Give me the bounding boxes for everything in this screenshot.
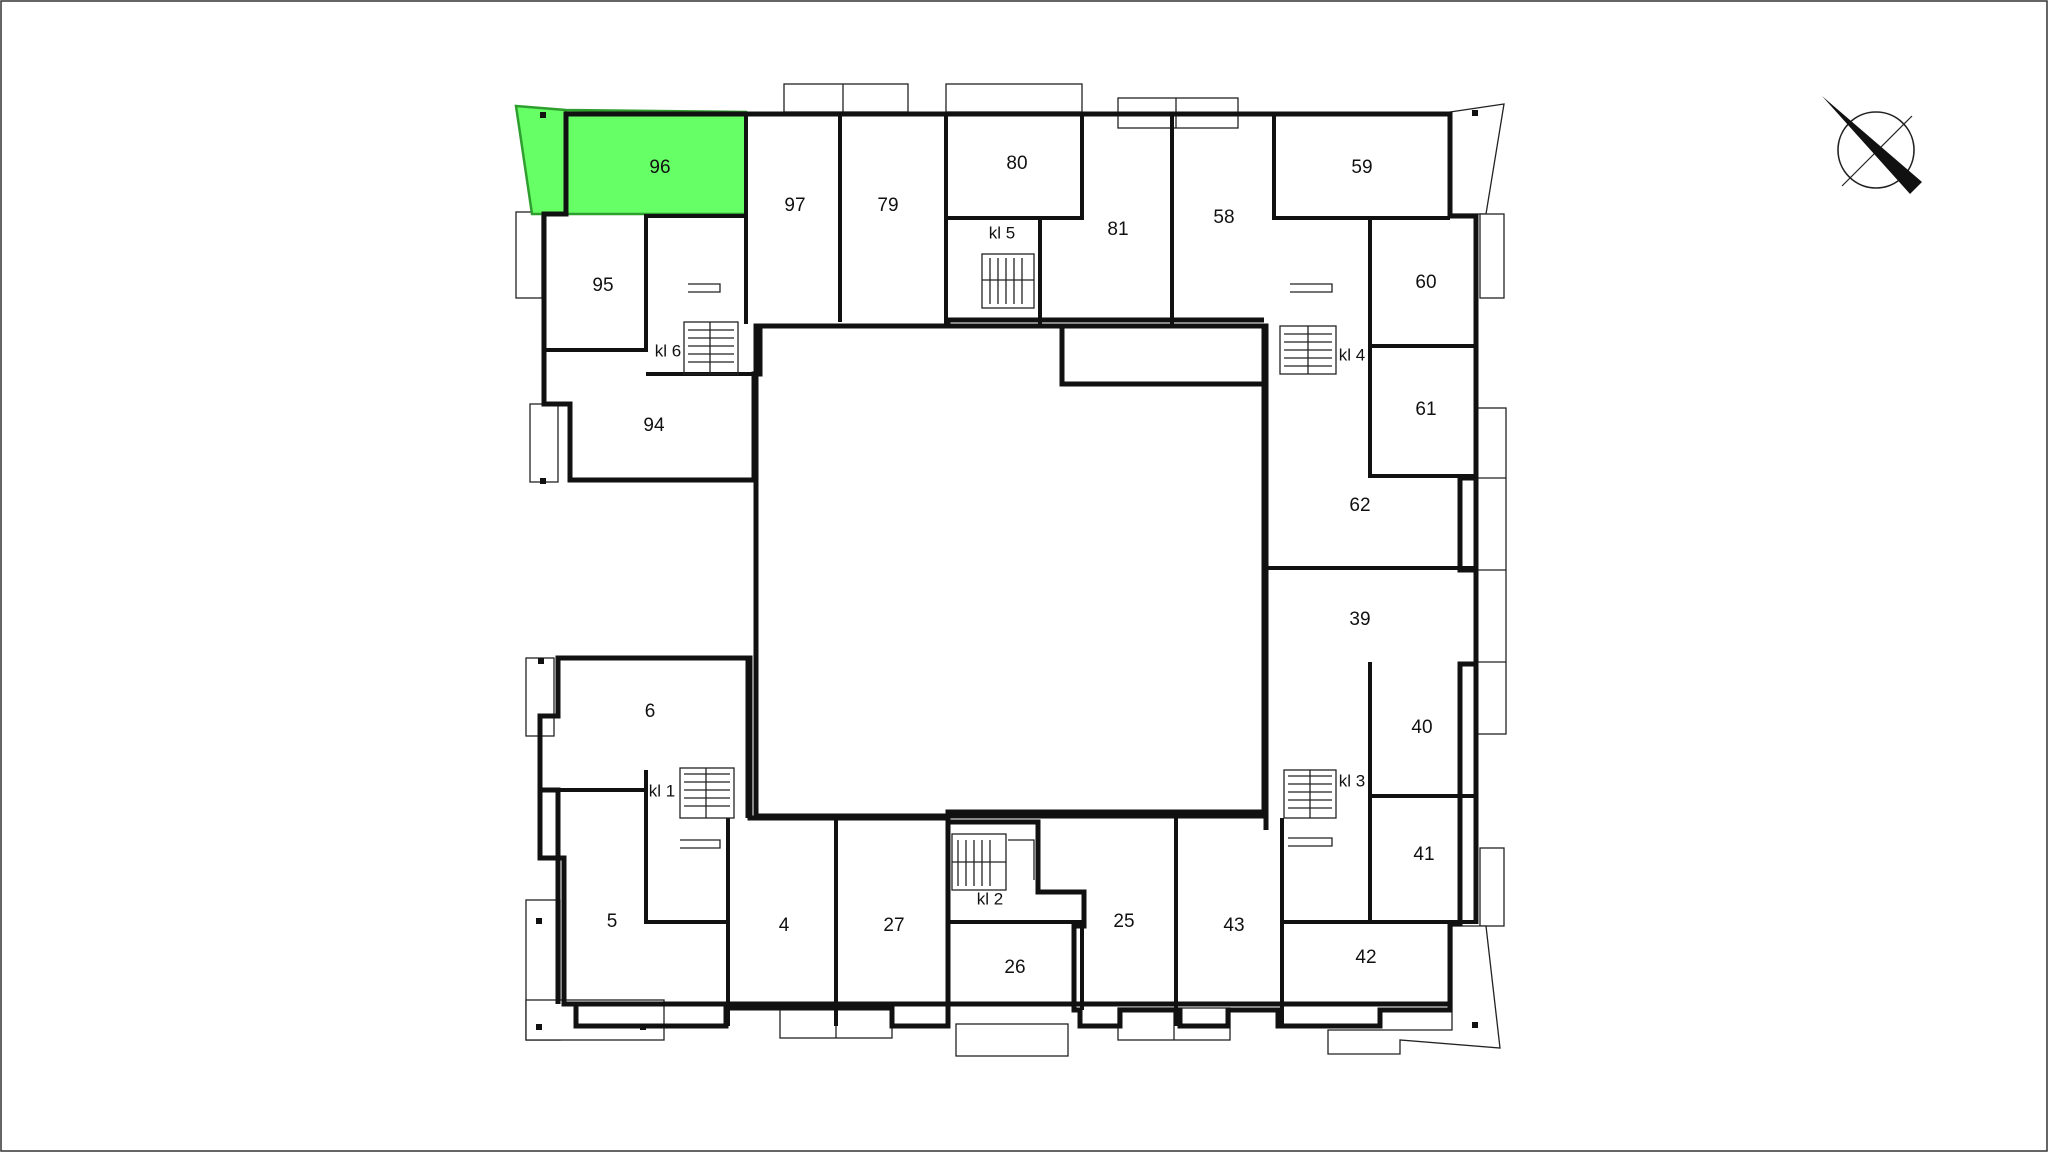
apartment-41[interactable]: 41 xyxy=(1370,796,1476,922)
stairwell-kl4 xyxy=(1279,283,1337,375)
stairwell-kl5 xyxy=(981,253,1035,309)
apartment-62[interactable]: 62 xyxy=(1266,380,1460,568)
apartment-58[interactable]: 58 xyxy=(1174,114,1274,322)
apartment-40-label: 40 xyxy=(1411,717,1432,738)
apartment-39-label: 39 xyxy=(1349,609,1370,630)
apartment-25[interactable]: 25 xyxy=(1082,820,1176,1010)
apartment-81-label: 81 xyxy=(1107,219,1128,240)
apartment-94-label: 94 xyxy=(643,415,665,436)
stairwell-kl3 xyxy=(1283,769,1337,847)
apartment-43-label: 43 xyxy=(1223,915,1244,936)
apartment-62-label: 62 xyxy=(1349,495,1370,516)
apartments: 96 97 79 80 81 58 59 95 94 60 61 62 39 4… xyxy=(544,114,1476,1026)
apartment-42[interactable]: 42 xyxy=(1282,924,1450,1010)
apartment-58-label: 58 xyxy=(1213,207,1234,228)
apartment-41-label: 41 xyxy=(1413,844,1434,865)
apartment-61-label: 61 xyxy=(1415,399,1436,420)
apartment-80-label: 80 xyxy=(1006,153,1027,174)
apartment-59-label: 59 xyxy=(1351,157,1372,178)
apartment-97[interactable]: 97 xyxy=(746,114,840,322)
staircase-kl5-label: kl 5 xyxy=(989,223,1015,242)
stairwell-kl1 xyxy=(679,767,735,849)
apartment-43[interactable]: 43 xyxy=(1176,820,1282,1010)
apartment-60[interactable]: 60 xyxy=(1370,218,1476,346)
apartment-97-label: 97 xyxy=(784,195,805,216)
corner-markers xyxy=(536,110,1478,1030)
apartment-6-label: 6 xyxy=(645,701,656,722)
apartment-27[interactable]: 27 xyxy=(836,820,948,1010)
stairwell-kl6 xyxy=(683,283,739,375)
building-walls xyxy=(537,111,1479,1029)
staircase-kl3-label: kl 3 xyxy=(1339,771,1365,790)
apartment-4[interactable]: 4 xyxy=(730,820,836,1010)
apartment-40[interactable]: 40 xyxy=(1370,662,1476,796)
apartment-59[interactable]: 59 xyxy=(1274,114,1450,216)
staircase-kl6-label: kl 6 xyxy=(655,341,681,360)
north-arrow-icon xyxy=(1822,96,1922,194)
apartment-5-label: 5 xyxy=(607,911,618,932)
apartment-26-label: 26 xyxy=(1004,957,1025,978)
apartment-27-label: 27 xyxy=(883,915,904,936)
apartment-5[interactable]: 5 xyxy=(564,792,730,1004)
apartment-26[interactable]: 26 xyxy=(948,924,1082,1026)
stairwells xyxy=(679,253,1337,891)
apartment-80[interactable]: 80 xyxy=(946,114,1082,216)
staircase-kl1-label: kl 1 xyxy=(649,781,675,800)
staircase-kl4-label: kl 4 xyxy=(1339,345,1365,364)
staircase-labels: kl 5 kl 6 kl 4 kl 1 kl 3 kl 2 xyxy=(649,223,1365,908)
apartment-39[interactable]: 39 xyxy=(1266,570,1460,662)
apartment-60-label: 60 xyxy=(1415,272,1436,293)
apartment-42-label: 42 xyxy=(1355,947,1376,968)
apartment-4-label: 4 xyxy=(779,915,790,936)
apartment-79[interactable]: 79 xyxy=(842,114,946,322)
apartment-6[interactable]: 6 xyxy=(558,660,748,790)
partitions xyxy=(540,114,1476,1026)
apartment-61[interactable]: 61 xyxy=(1370,346,1476,476)
apartment-79-label: 79 xyxy=(877,195,898,216)
apartment-96[interactable]: 96 xyxy=(570,114,746,214)
apartment-95-label: 95 xyxy=(592,275,613,296)
staircase-kl2-label: kl 2 xyxy=(977,889,1003,908)
apartment-95[interactable]: 95 xyxy=(544,216,646,350)
apartment-81[interactable]: 81 xyxy=(1082,114,1172,322)
apartment-25-label: 25 xyxy=(1113,911,1134,932)
stairwell-kl2 xyxy=(951,833,1035,891)
apartment-94[interactable]: 94 xyxy=(570,376,754,478)
apartment-96-label: 96 xyxy=(649,157,670,178)
